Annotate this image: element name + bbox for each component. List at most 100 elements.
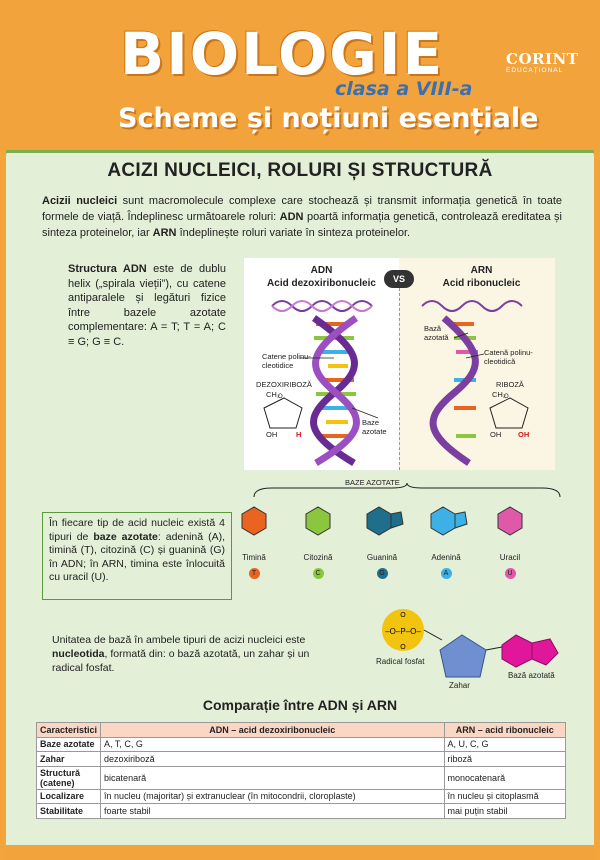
header-cell: ARN – acid ribonucleic [443,722,567,738]
bases-text-2: : adenină (A), timină (T), citozină (C) … [49,530,225,584]
bottom-strip [6,845,594,860]
logo-main-text: CORINT [506,50,579,68]
table-cell: riboză [443,751,567,767]
book-title: BIOLOGIE [120,20,445,88]
table-cell: în nucleu (majoritar) și extranuclear (î… [100,788,445,804]
label-baza: Bază azotată [424,324,449,342]
base-letter-badge: A [440,568,452,579]
table-cell: A, U, C, G [443,736,567,752]
dna-mini-strand [271,300,373,312]
grade-label: clasa a VIII-a [335,78,473,100]
rna-heading: ARN Acid ribonucleic [424,264,539,290]
intro-bold-2: ADN [279,211,304,223]
dna-sugar-ch2: CH₂ [266,390,280,399]
label-riboza: RIBOZĂ [496,380,524,389]
unit-text-2: , formată din: o bază azotată, un zahar … [52,648,310,674]
table-cell: monocatenară [443,765,567,790]
label-zahar: Zahar [449,681,470,690]
base-letter-badge: G [376,568,388,579]
base-molecule-icon [430,506,468,536]
row-header: Localizare [35,788,102,804]
rna-mini-strand [421,300,523,312]
base-molecule-icon [497,506,523,536]
unit-bold: nucleotida [52,648,105,660]
base-name: Timină [242,553,266,562]
dna-sugar-h: H [296,430,302,439]
phosphate-bond [423,629,443,641]
svg-text:O: O [400,644,406,651]
base-ring-2 [531,638,559,666]
panel-border [6,150,594,153]
rna-sugar-oh-red: OH [518,430,530,439]
rna-subtitle: Acid ribonucleic [442,278,521,289]
base-name: Citozină [303,553,333,562]
table-cell: A, T, C, G [100,736,445,752]
dna-sugar-oh: OH [266,430,278,439]
dna-heading: ADN Acid dezoxiribonucleic [264,264,379,290]
row-header: Structură (catene) [35,765,102,790]
table-row: Stabilitate foarte stabil mai puțin stab… [35,803,567,819]
rna-sugar-oh: OH [490,430,502,439]
phosphate-group: –O–P–O– O O [382,609,424,651]
nucleotide-diagram: –O–P–O– O O [382,609,559,678]
bases-brace [253,483,561,498]
table-row: Baze azotate A, T, C, G A, U, C, G [35,736,567,752]
table-header-row: Caracteristici ADN – acid dezoxiribonucl… [35,722,567,738]
base-molecule-icon [305,506,331,536]
base-letter-badge: C [312,568,324,579]
dna-helix [310,315,360,467]
svg-text:–O–P–O–: –O–P–O– [385,627,421,636]
row-header: Zahar [35,751,102,767]
book-tagline: Scheme și noțiuni esențiale [118,103,539,134]
logo-sub-text: EDUCAȚIONAL [506,67,564,74]
intro-paragraph: Acizii nucleici sunt macromolecule compl… [42,193,562,241]
bases-text-1: În fiecare tip de acid nucleic există 4 … [49,517,225,543]
intro-bold-1: Acizii nucleici [42,195,118,207]
vs-badge: VS [384,270,414,288]
dna-title: ADN [310,265,333,276]
base-letter-badge: T [248,568,260,579]
label-catena: Catenă polinu- cleotidică [484,348,533,366]
label-baze: Baze azotate [362,418,387,436]
intro-text-2: poartă informația genetică, controlează … [42,211,562,239]
base-name: Adenină [431,553,461,562]
diagram-divider [399,288,400,470]
table-row: Zahar dezoxiriboză riboză [35,751,567,767]
base-molecule-icon [366,506,404,536]
nucleotide-paragraph: Unitatea de bază în ambele tipuri de aci… [52,633,342,675]
comparison-table: Caracteristici ADN – acid dezoxiribonucl… [35,722,567,819]
dna-sugar-o: O [278,394,283,400]
rna-title: ARN [470,265,493,276]
unit-text-1: Unitatea de bază în ambele tipuri de aci… [52,634,306,646]
row-header: Baze azotate [35,736,102,752]
table-cell: mai puțin stabil [443,803,567,819]
intro-bold-3: ARN [152,227,177,239]
label-catene: Catene polinu- cleotidice [262,352,311,370]
base-name: Guanină [366,553,398,562]
bases-title: BAZE AZOTATE [345,478,400,487]
intro-text-3: îndeplinește roluri variate în sinteza p… [176,227,411,239]
rna-sugar-o: O [504,394,509,400]
nucleic-bases-box: În fiecare tip de acid nucleic există 4 … [42,512,232,600]
table-cell: dezoxiriboză [100,751,445,767]
deoxyribose-ring [263,397,303,429]
table-row: Structură (catene) bicatenară monocatena… [35,765,567,790]
intro-text-1: sunt macromolecule complexe care stochea… [42,195,562,223]
header-cell: ADN – acid dezoxiribonucleic [100,722,445,738]
structure-paragraph: Structura ADN este de dublu helix („spir… [68,262,226,349]
helix-drawings [263,300,529,467]
base-molecule-icon [241,506,267,536]
label-baza-azotata: Bază azotată [508,671,555,680]
base-bond [485,646,503,651]
svg-text:O: O [400,612,406,619]
label-pointers [300,332,485,419]
ribose-ring [489,397,529,429]
row-header: Stabilitate [35,803,102,819]
bases-bold: baze azotate [93,530,158,543]
dna-rna-diagram: ADN Acid dezoxiribonucleic ARN Acid ribo… [244,258,555,470]
